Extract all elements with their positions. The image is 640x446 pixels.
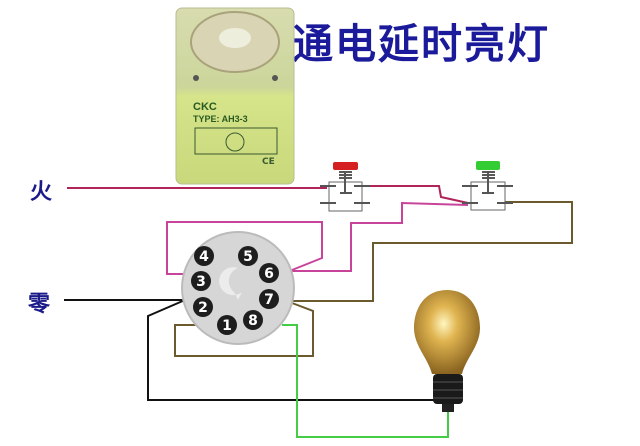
socket-pin-8 bbox=[243, 310, 263, 330]
diagram-title: 通电延时亮灯 bbox=[292, 20, 550, 68]
socket-pin-7 bbox=[259, 289, 279, 309]
socket-pin-4 bbox=[194, 246, 214, 266]
relay-brand: CKC bbox=[193, 101, 217, 113]
neutral-wire bbox=[64, 299, 438, 401]
green-wire bbox=[282, 324, 449, 438]
neutral-label: 零 bbox=[28, 292, 51, 317]
magenta-wire-return bbox=[292, 201, 469, 272]
socket-pin-label: 1 bbox=[222, 318, 232, 334]
socket-pin-1 bbox=[217, 315, 237, 335]
socket-pin-5 bbox=[238, 246, 258, 266]
brown-wire-lamp bbox=[292, 201, 573, 302]
time-relay: CKC TYPE: AH3-3 CE bbox=[175, 7, 295, 185]
socket-pin-label: 6 bbox=[264, 266, 274, 282]
socket-pin-label: 2 bbox=[198, 300, 208, 316]
ce-mark: CE bbox=[262, 157, 275, 167]
red-button-switch[interactable] bbox=[320, 162, 370, 212]
relay-type: TYPE: AH3-3 bbox=[193, 114, 248, 124]
green-button-switch[interactable] bbox=[462, 161, 513, 211]
socket-pin-2 bbox=[193, 297, 213, 317]
switch-link-wire bbox=[368, 185, 469, 204]
socket-pin-label: 4 bbox=[199, 249, 209, 265]
live-label: 火 bbox=[30, 180, 53, 205]
brown-wire-loop bbox=[174, 302, 314, 357]
wires bbox=[64, 185, 573, 438]
magenta-wire-loop bbox=[166, 221, 323, 275]
light-bulb bbox=[414, 290, 480, 412]
socket-pin-3 bbox=[191, 271, 211, 291]
socket-pin-label: 7 bbox=[264, 292, 274, 308]
socket-pin-label: 8 bbox=[248, 313, 258, 329]
socket-pin-label: 5 bbox=[243, 249, 253, 265]
socket-pin-label: 3 bbox=[196, 274, 206, 290]
socket-pin-6 bbox=[259, 263, 279, 283]
